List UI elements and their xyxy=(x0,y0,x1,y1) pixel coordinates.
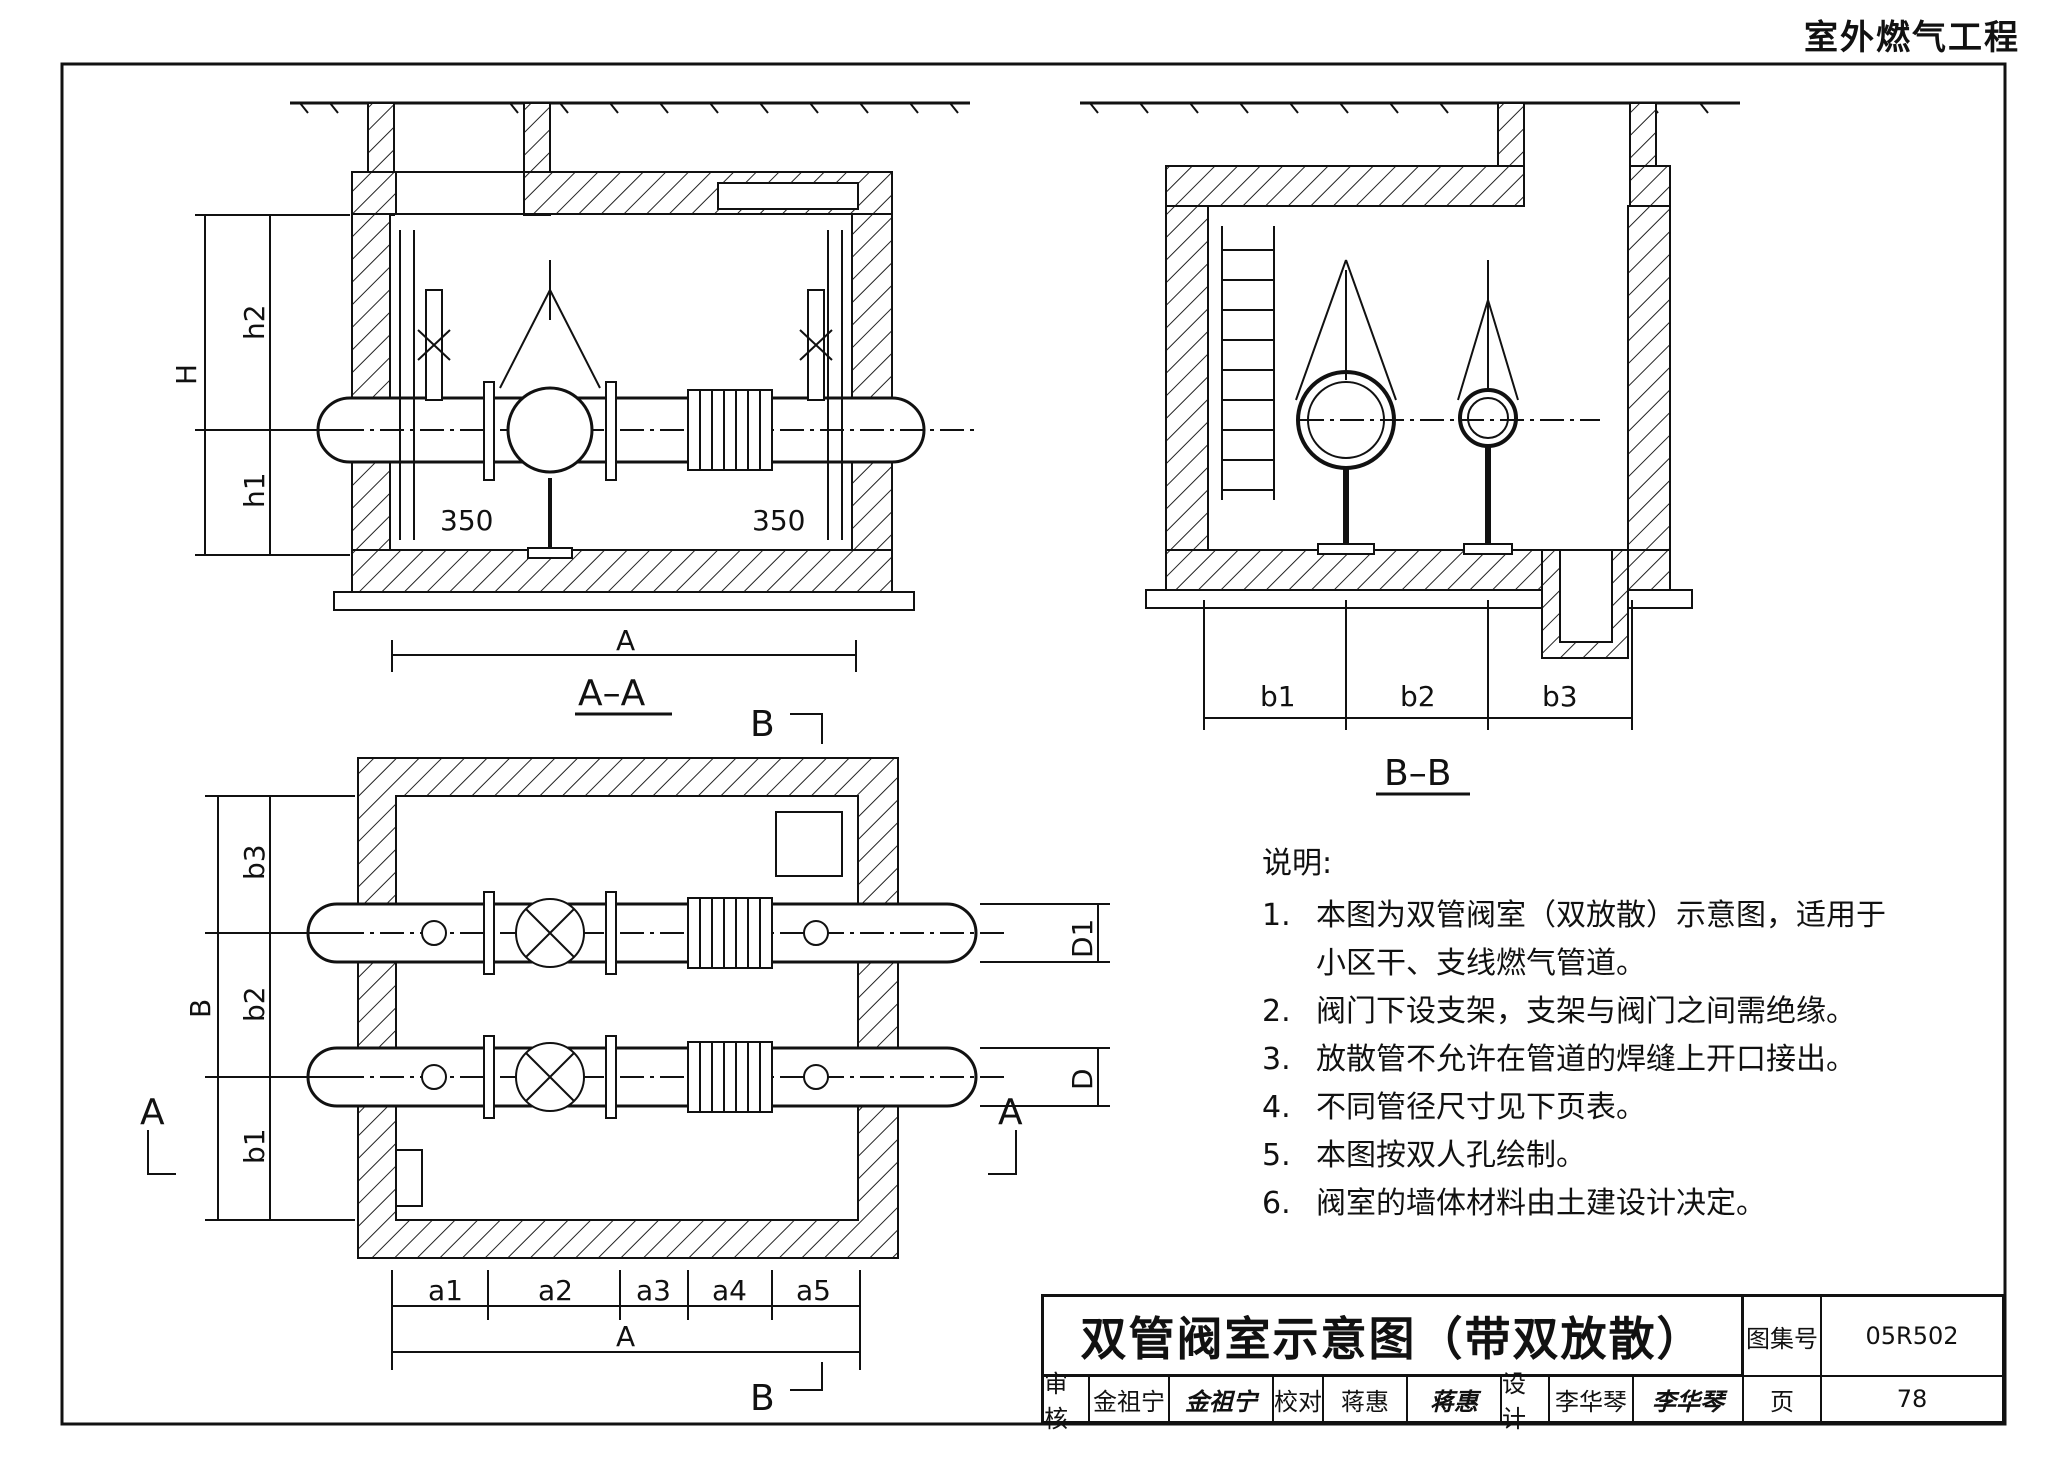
dim-b2-section: b2 xyxy=(1400,680,1436,713)
dim-D: D xyxy=(1066,1068,1099,1090)
plan-view-labels: B b3 b2 b1 D1 D a1 a2 a3 a4 a5 A B B A A xyxy=(140,704,1099,1419)
dim-a3: a3 xyxy=(636,1274,671,1307)
section-bb-title: B–B xyxy=(1384,753,1451,794)
section-marker-b-top: B xyxy=(750,704,775,745)
dim-offset-left: 350 xyxy=(440,504,493,537)
dim-a4: a4 xyxy=(712,1274,747,1307)
title-block: 双管阀室示意图（带双放散） 图集号 05R502 审核 金祖宁 金祖宁 校对 蒋… xyxy=(1041,1294,2005,1433)
drawing-frame xyxy=(60,62,2007,1426)
section-aa-view xyxy=(195,101,980,716)
note-item: 1.本图为双管阀室（双放散）示意图，适用于小区干、支线燃气管道。 xyxy=(1262,898,1886,981)
checker-name: 蒋惠 xyxy=(1324,1377,1408,1421)
checker-signature: 蒋惠 xyxy=(1408,1377,1502,1421)
notes-block: 说明: 1.本图为双管阀室（双放散）示意图，适用于小区干、支线燃气管道。 2.阀… xyxy=(1262,840,1902,1228)
section-aa-labels: H h2 h1 350 350 A A–A xyxy=(170,304,805,714)
note-item: 4.不同管径尺寸见下页表。 xyxy=(1262,1090,1646,1125)
dim-b3-section: b3 xyxy=(1542,680,1578,713)
note-item: 2.阀门下设支架，支架与阀门之间需绝缘。 xyxy=(1262,994,1856,1029)
section-marker-b-bottom: B xyxy=(750,1378,775,1419)
dim-A-section: A xyxy=(616,624,635,657)
dim-B: B xyxy=(184,999,217,1018)
section-marker-a-left: A xyxy=(140,1092,165,1133)
dim-a1: a1 xyxy=(428,1274,463,1307)
reviewer-name: 金祖宁 xyxy=(1090,1377,1170,1421)
section-bb-labels: b1 b2 b3 B–B xyxy=(1260,680,1578,794)
dim-b1-section: b1 xyxy=(1260,680,1296,713)
section-aa-title: A–A xyxy=(578,673,646,714)
dim-b2: b2 xyxy=(238,986,271,1022)
atlas-label: 图集号 xyxy=(1744,1297,1822,1377)
dim-h1: h1 xyxy=(238,472,271,508)
note-item: 6.阀室的墙体材料由土建设计决定。 xyxy=(1262,1186,1766,1221)
review-label: 审核 xyxy=(1044,1370,1090,1433)
reviewer-signature: 金祖宁 xyxy=(1170,1377,1274,1421)
design-label: 设计 xyxy=(1502,1370,1550,1433)
dim-h2: h2 xyxy=(238,304,271,340)
dim-b1: b1 xyxy=(238,1128,271,1164)
dim-A-plan: A xyxy=(616,1320,635,1353)
page-number: 78 xyxy=(1896,1385,1928,1413)
note-item: 5.本图按双人孔绘制。 xyxy=(1262,1138,1586,1173)
atlas-number: 05R502 xyxy=(1822,1297,2002,1377)
dim-b3: b3 xyxy=(238,844,271,880)
check-label: 校对 xyxy=(1274,1377,1324,1421)
dim-D1: D1 xyxy=(1066,919,1099,958)
notes-title: 说明: xyxy=(1262,846,1333,881)
drawing-title: 双管阀室示意图（带双放散） xyxy=(1044,1297,1744,1377)
designer-signature: 李华琴 xyxy=(1634,1377,1744,1421)
section-bb-view xyxy=(1080,101,1740,796)
note-item: 3.放散管不允许在管道的焊缝上开口接出。 xyxy=(1262,1042,1856,1077)
section-header: 室外燃气工程 xyxy=(1804,18,2020,58)
plan-view xyxy=(147,713,1110,1391)
page-label: 页 xyxy=(1744,1377,1822,1421)
dim-a2: a2 xyxy=(538,1274,573,1307)
dim-offset-right: 350 xyxy=(752,504,805,537)
designer-name: 李华琴 xyxy=(1550,1377,1634,1421)
dim-H: H xyxy=(170,364,203,385)
section-marker-a-right: A xyxy=(998,1092,1023,1133)
dim-a5: a5 xyxy=(796,1274,831,1307)
